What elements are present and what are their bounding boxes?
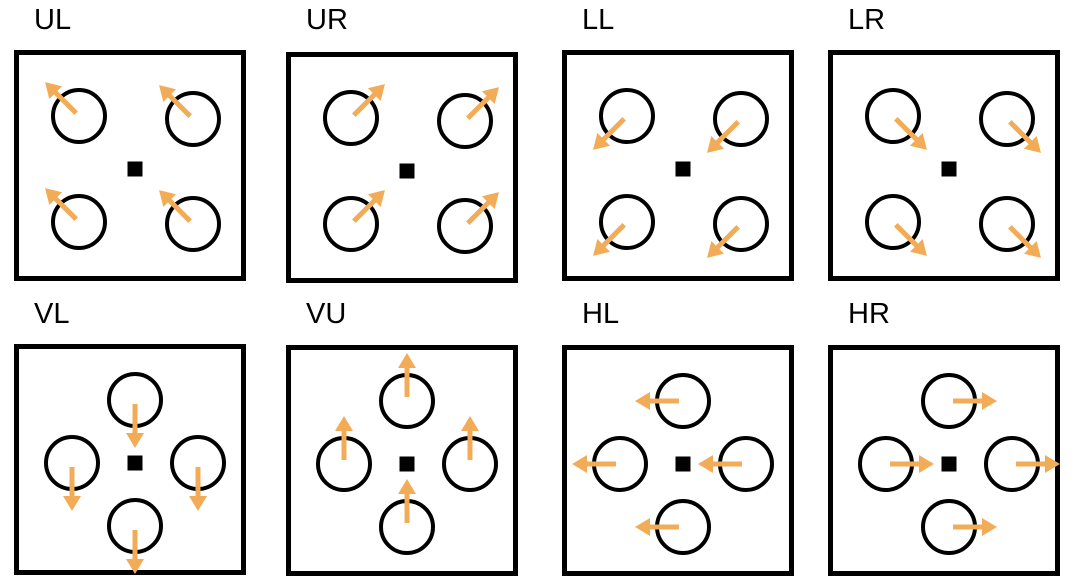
stimulus-circle: [51, 194, 107, 250]
fixation-square: [127, 161, 143, 177]
panel-ur: [286, 52, 518, 283]
motion-arrow: [1008, 225, 1041, 258]
motion-arrow: [593, 223, 626, 256]
panel-label-vu: VU: [306, 298, 347, 330]
motion-arrow: [352, 84, 385, 117]
fixation-square: [675, 161, 691, 177]
panel-frame: [286, 52, 518, 283]
fixation-square: [399, 456, 415, 472]
motion-arrow: [698, 455, 742, 473]
stimulus-circle: [437, 198, 493, 254]
motion-arrow: [398, 353, 416, 397]
motion-arrow: [953, 392, 997, 410]
panel-lr: [828, 50, 1060, 281]
motion-arrow: [707, 225, 740, 258]
panel-label-ur: UR: [306, 4, 348, 36]
panel-hr: [828, 345, 1060, 576]
panel-label-hl: HL: [582, 298, 620, 330]
panel-frame: [286, 345, 518, 576]
motion-arrow: [894, 223, 927, 256]
panel-ul: [14, 50, 246, 281]
stimulus-circle: [979, 196, 1035, 252]
stimulus-circle: [51, 88, 107, 144]
motion-arrow: [126, 530, 144, 574]
panel-frame: [562, 345, 794, 576]
stimulus-circle: [713, 196, 769, 252]
fixation-square: [127, 455, 143, 471]
motion-arrow: [189, 467, 207, 511]
motion-arrow: [890, 455, 934, 473]
fixation-square: [675, 456, 691, 472]
motion-arrow: [159, 190, 192, 223]
motion-arrow: [398, 479, 416, 523]
motion-arrow: [45, 82, 78, 115]
fixation-square: [941, 161, 957, 177]
motion-arrow: [707, 120, 740, 153]
fixation-square: [399, 163, 415, 179]
panel-label-vl: VL: [34, 298, 70, 330]
motion-arrow: [635, 518, 679, 536]
stimulus-circle: [865, 194, 921, 250]
panel-hl: [562, 345, 794, 576]
panel-frame: [828, 345, 1060, 576]
stimulus-circle: [165, 91, 221, 147]
motion-arrow: [63, 467, 81, 511]
panel-frame: [828, 50, 1060, 281]
stimulus-circle: [599, 88, 655, 144]
panel-frame: [14, 344, 246, 575]
stimulus-circle: [599, 194, 655, 250]
fixation-square: [941, 456, 957, 472]
panel-frame: [14, 50, 246, 281]
stimulus-circle: [323, 196, 379, 252]
motion-arrow: [466, 87, 499, 120]
panel-frame: [562, 50, 794, 281]
panel-ll: [562, 50, 794, 281]
motion-arrow: [466, 192, 499, 225]
stimulus-circle: [323, 90, 379, 146]
stimulus-circle: [979, 91, 1035, 147]
stimulus-circle: [865, 88, 921, 144]
motion-arrow: [335, 416, 353, 460]
panel-label-ul: UL: [34, 4, 72, 36]
stimulus-circle: [437, 93, 493, 149]
panel-vl: [14, 344, 246, 575]
stimulus-circle: [165, 196, 221, 252]
motion-arrow: [461, 416, 479, 460]
motion-arrow: [126, 404, 144, 448]
motion-arrow: [1016, 455, 1060, 473]
motion-arrow: [352, 190, 385, 223]
motion-arrow: [635, 392, 679, 410]
motion-arrow: [572, 455, 616, 473]
panel-label-lr: LR: [848, 4, 886, 36]
stimulus-circle: [713, 91, 769, 147]
motion-arrow: [45, 188, 78, 221]
panel-label-ll: LL: [582, 4, 615, 36]
panel-vu: [286, 345, 518, 576]
motion-arrow: [1008, 120, 1041, 153]
motion-arrow: [159, 85, 192, 118]
motion-arrow: [953, 518, 997, 536]
motion-arrow: [894, 117, 927, 150]
motion-arrow: [593, 117, 626, 150]
panel-label-hr: HR: [848, 298, 890, 330]
